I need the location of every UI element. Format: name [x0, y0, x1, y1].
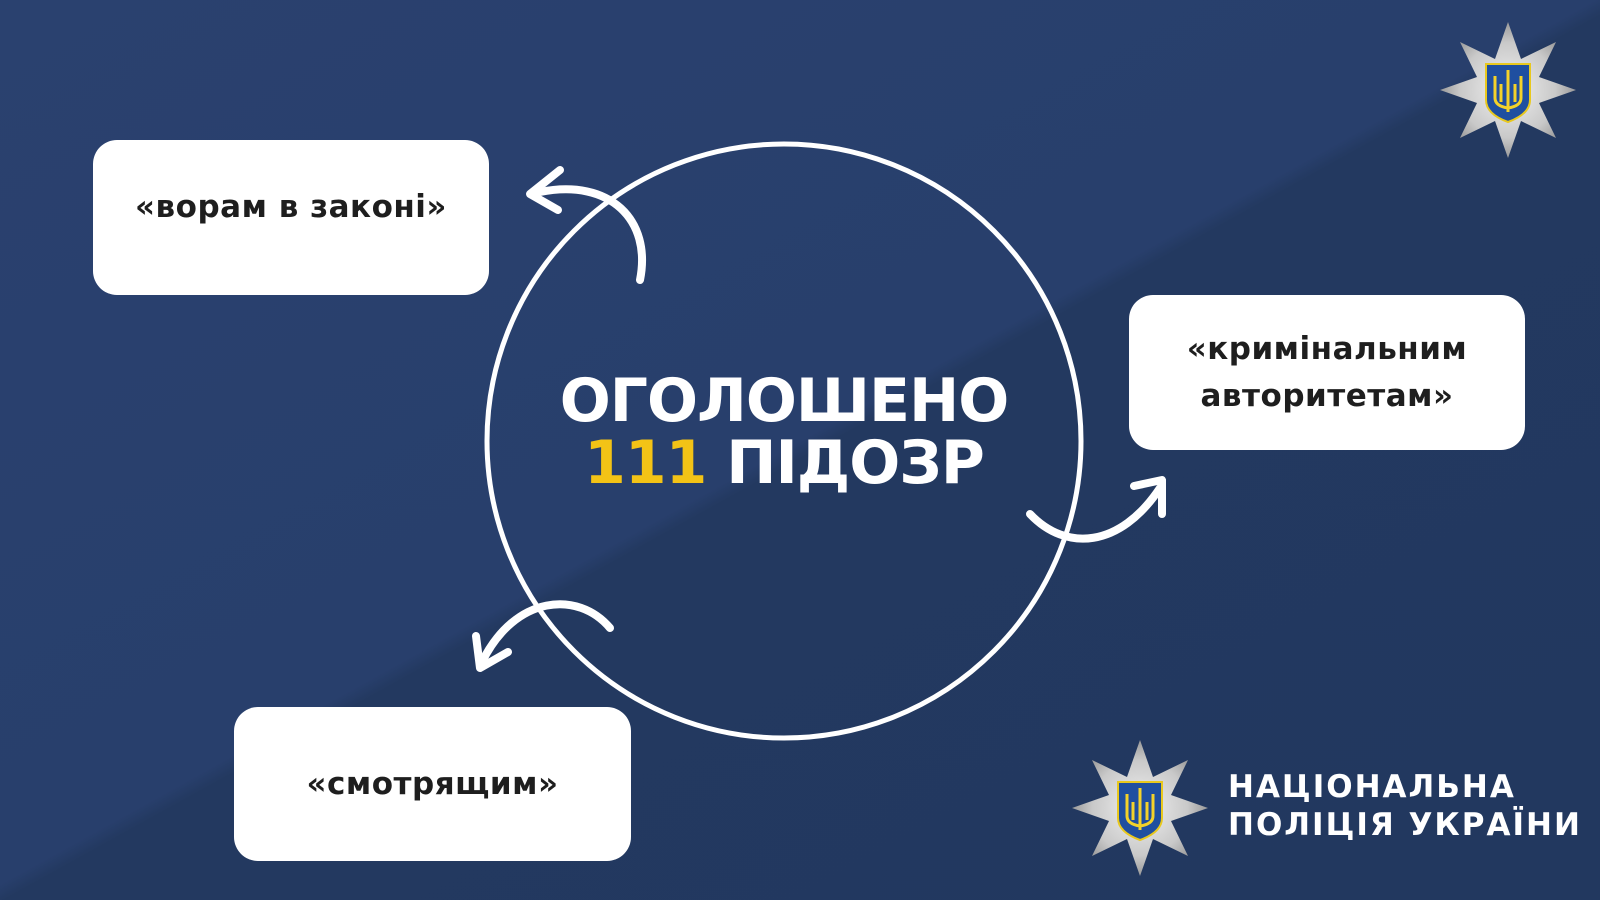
police-badge-icon-top: [1438, 20, 1578, 160]
headline: ОГОЛОШЕНО 111 ПІДОЗР: [484, 370, 1084, 494]
arrow-to-box-3: [478, 600, 614, 666]
brand-line1: НАЦІОНАЛЬНА: [1228, 769, 1516, 805]
box-criminal-authorities: «кримінальним авторитетам»: [1129, 295, 1525, 450]
arrowhead-3: [472, 632, 512, 672]
brand-name: НАЦІОНАЛЬНА ПОЛІЦІЯ УКРАЇНИ: [1228, 768, 1582, 844]
headline-line2-text: ПІДОЗР: [726, 428, 985, 498]
box-overseers: «смотрящим»: [234, 707, 631, 861]
box-thieves-in-law: «ворам в законі»: [93, 140, 489, 295]
brand-line2: ПОЛІЦІЯ УКРАЇНИ: [1228, 807, 1582, 843]
center-circle: [484, 141, 1084, 741]
box-label: «смотрящим»: [306, 765, 559, 802]
headline-line1: ОГОЛОШЕНО: [559, 366, 1009, 436]
arrow-to-box-1: [536, 185, 646, 284]
arrow-to-box-2: [1026, 484, 1164, 543]
headline-line2: 111 ПІДОЗР: [484, 432, 1084, 494]
suspicion-count: 111: [584, 428, 707, 498]
police-badge-icon-bottom: [1070, 738, 1210, 878]
box-label: «кримінальним авторитетам»: [1186, 330, 1468, 414]
arrowhead-1: [526, 166, 564, 214]
arrowhead-2: [1130, 476, 1166, 518]
box-label: «ворам в законі»: [135, 189, 447, 225]
